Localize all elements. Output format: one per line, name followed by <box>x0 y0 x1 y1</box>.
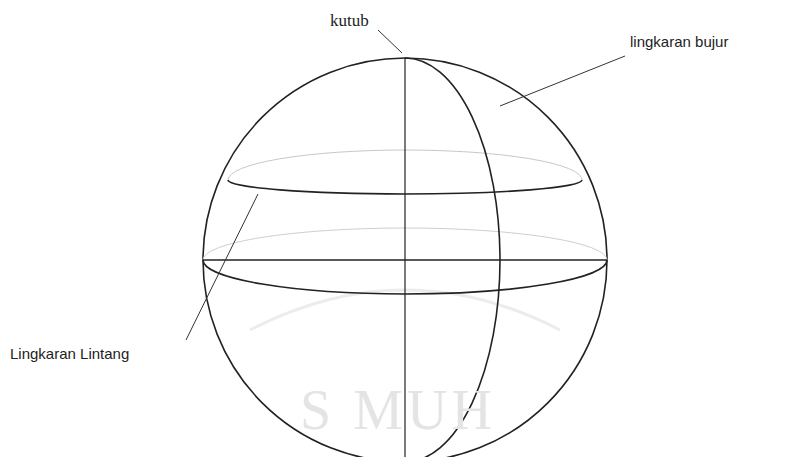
leader-line <box>186 194 258 340</box>
latitude-label: Lingkaran Lintang <box>10 346 129 363</box>
leader-line <box>378 30 402 53</box>
pole-label: kutub <box>330 12 369 31</box>
leader-line <box>500 56 625 106</box>
watermark: S MUH <box>300 380 496 442</box>
longitude-label: lingkaran bujur <box>630 34 728 51</box>
sphere-outline <box>203 58 607 457</box>
